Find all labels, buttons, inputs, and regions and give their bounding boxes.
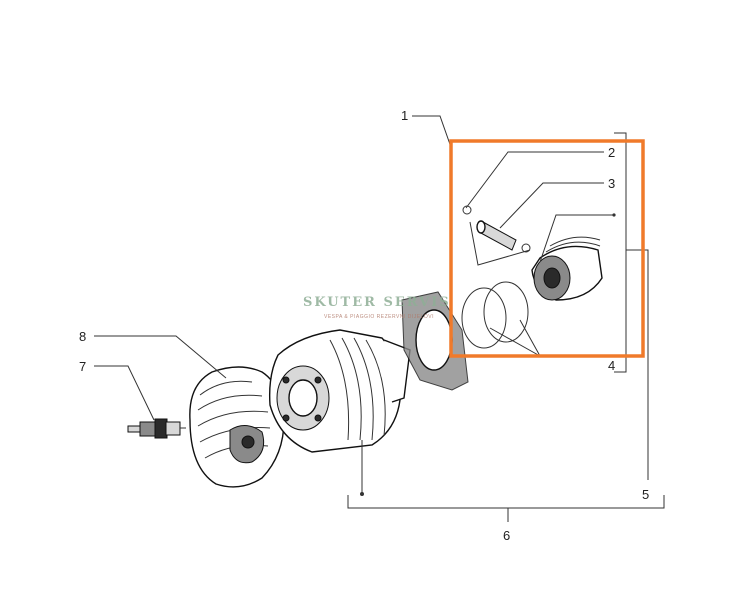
spark-plug-part bbox=[127, 418, 186, 439]
watermark: SKUTER SERVIS VESPA & PIAGGIO REZERVNI D… bbox=[303, 295, 451, 320]
piston-part bbox=[531, 236, 603, 301]
callout-4: 4 bbox=[608, 358, 615, 373]
watermark-title: SKUTER SERVIS bbox=[303, 295, 451, 310]
watermark-subtitle: VESPA & PIAGGIO REZERVNI DIJELOVI bbox=[324, 314, 434, 320]
callout-5: 5 bbox=[642, 487, 649, 502]
callout-6: 6 bbox=[503, 528, 510, 543]
callout-7: 7 bbox=[79, 359, 86, 374]
callout-2: 2 bbox=[608, 145, 615, 160]
callout-1: 1 bbox=[401, 108, 408, 123]
callout-3: 3 bbox=[608, 176, 615, 191]
piston-pin-part bbox=[476, 220, 517, 251]
cylinder-head-cover-part bbox=[189, 366, 285, 488]
cylinder-part bbox=[268, 329, 411, 453]
piston-rings-part bbox=[461, 281, 529, 349]
callout-8: 8 bbox=[79, 329, 86, 344]
highlight-box[interactable] bbox=[449, 139, 645, 358]
